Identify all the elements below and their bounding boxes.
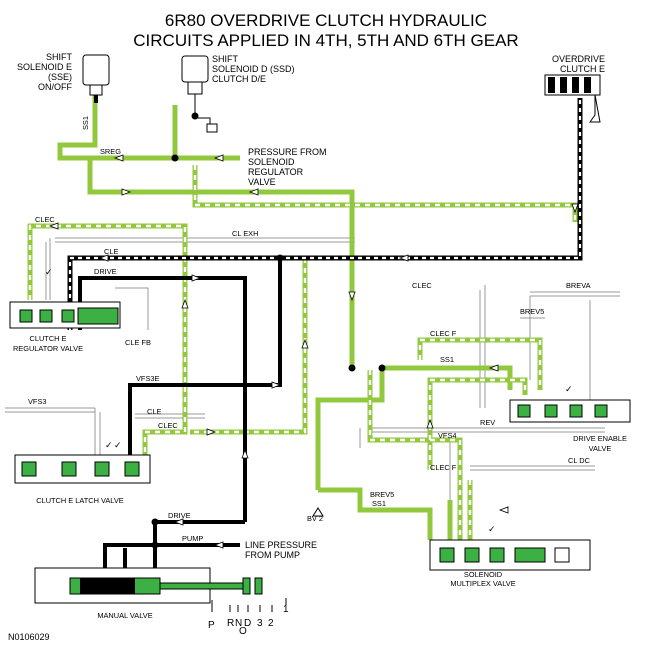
check-mark-latch-1: ✓ — [105, 440, 113, 450]
solenoid-feed — [87, 158, 355, 368]
label-cle-fb: CLE FB — [125, 338, 151, 347]
diagram-title-line-1: 6R80 OVERDRIVE CLUTCH HYDRAULIC — [165, 11, 487, 30]
label-cl-exh: CL EXH — [232, 229, 258, 238]
pressure-sreg-line-2: SOLENOID — [248, 157, 295, 167]
check-mark-regulator: ✓ — [45, 267, 53, 277]
gear-r: R — [227, 618, 234, 629]
label-clutch-e-reg-2: REGULATOR VALVE — [13, 344, 83, 353]
overdrive-line-2: CLUTCH E — [560, 64, 605, 74]
label-cle-mid: CLE — [147, 407, 161, 416]
label-pump: PUMP — [182, 534, 203, 543]
label-drive-bottom: DRIVE — [168, 511, 191, 520]
label-solenoid-mult-2: MULTIPLEX VALVE — [450, 579, 515, 588]
label-bv2: BV 2 — [307, 514, 323, 523]
gear-1: 1 — [283, 604, 289, 615]
label-clutch-e-reg-1: CLUTCH E — [30, 334, 67, 343]
shift-solenoid-e — [82, 54, 110, 103]
check-mark-latch-2: ✓ — [114, 440, 122, 450]
clutch-e-regulator-valve — [9, 301, 121, 329]
solenoid-d-line-2: SOLENOID D (SSD) — [212, 64, 295, 74]
solenoid-e-line-1: SHIFT — [46, 52, 73, 62]
label-cle-top: CLE — [104, 247, 118, 256]
solenoid-d-label: SHIFT SOLENOID D (SSD) CLUTCH D/E — [212, 54, 295, 84]
green-applied-circuits — [57, 95, 513, 545]
gear-o: O — [239, 626, 247, 637]
check-mark-drive-enable: ✓ — [565, 384, 573, 394]
line-pressure-line-2: FROM PUMP — [245, 550, 300, 560]
label-sreg: SREG — [100, 147, 121, 156]
solenoid-e-line-3: (SSE) — [48, 72, 72, 82]
solenoid-e-line-2: SOLENOID E — [17, 62, 72, 72]
overdrive-clutch-label: OVERDRIVE CLUTCH E — [552, 54, 605, 74]
label-ss1: SS1 — [81, 116, 90, 130]
overdrive-line-1: OVERDRIVE — [552, 54, 605, 64]
drive-enable-valve — [509, 399, 631, 423]
gear-selector: P R N D 3 2 1 O — [208, 598, 289, 637]
label-brev5-bottom: BREV5 — [370, 490, 394, 499]
label-vfs3e: VFS3E — [136, 374, 159, 383]
circuit-labels: SS1 SREG CLEC CL EXH CLE DRIVE CLEC BREV… — [28, 116, 591, 543]
cle-clutch-feed — [67, 98, 583, 330]
junction-dots — [151, 112, 386, 549]
ss1-to-drive-enable — [382, 365, 513, 390]
pressure-sreg-label: PRESSURE FROM SOLENOID REGULATOR VALVE — [248, 147, 327, 187]
dashed-circuits — [27, 165, 578, 545]
label-ss1-mid: SS1 — [440, 355, 454, 364]
label-clec-f-top: CLEC F — [430, 329, 457, 338]
gear-3: 3 — [257, 618, 263, 629]
label-solenoid-mult-1: SOLENOID — [464, 570, 502, 579]
check-mark-multiplex: ✓ — [488, 524, 496, 534]
label-brev5-top: BREV5 — [520, 307, 544, 316]
label-clutch-e-latch: CLUTCH E LATCH VALVE — [36, 496, 124, 505]
brev5-ss1 — [318, 487, 433, 540]
valve-labels: CLUTCH E REGULATOR VALVE CLUTCH E LATCH … — [13, 334, 627, 620]
line-pressure-circuits — [78, 258, 282, 568]
gear-n: N — [235, 618, 242, 629]
line-pressure-label: LINE PRESSURE FROM PUMP — [245, 540, 317, 560]
label-clec-top: CLEC — [35, 215, 55, 224]
solenoid-d-line-3: CLUTCH D/E — [212, 74, 266, 84]
pressure-sreg-line-1: PRESSURE FROM — [248, 147, 327, 157]
shift-solenoid-d — [181, 55, 218, 133]
label-drive-top: DRIVE — [94, 267, 117, 276]
ss1-passage — [57, 95, 175, 161]
solenoid-e-label: SHIFT SOLENOID E (SSE) ON/OFF — [17, 52, 73, 92]
manual-valve — [34, 567, 263, 604]
label-clec-right: CLEC — [412, 281, 432, 290]
label-clec-mid: CLEC — [158, 421, 178, 430]
label-clec-f-bottom: CLEC F — [430, 463, 457, 472]
figure-id: N0106029 — [8, 632, 50, 642]
label-drive-enable-2: VALVE — [589, 444, 612, 453]
label-manual-valve: MANUAL VALVE — [97, 611, 152, 620]
solenoid-multiplex-valve — [429, 539, 591, 571]
line-pressure-line-1: LINE PRESSURE — [245, 540, 317, 550]
pressure-sreg-line-3: REGULATOR — [248, 167, 304, 177]
label-cl-dc: CL DC — [568, 456, 591, 465]
flow-arrows — [48, 154, 579, 549]
bv2-passage — [315, 368, 385, 490]
gear-p: P — [208, 620, 215, 631]
solenoid-e-line-4: ON/OFF — [38, 82, 72, 92]
gear-2: 2 — [268, 618, 274, 629]
label-breva: BREVA — [566, 281, 591, 290]
label-drive-enable-1: DRIVE ENABLE — [573, 434, 627, 443]
background-passages — [5, 237, 620, 540]
solenoid-d-line-1: SHIFT — [212, 54, 239, 64]
clutch-e-latch-valve — [14, 454, 151, 484]
diagram-title-line-2: CIRCUITS APPLIED IN 4TH, 5TH AND 6TH GEA… — [133, 31, 518, 50]
label-rev: REV — [480, 418, 495, 427]
pressure-sreg-line-4: VALVE — [248, 177, 276, 187]
gear-d: D — [244, 618, 251, 629]
bv2-ball-valve — [312, 507, 324, 517]
label-vfs4: VFS4 — [438, 431, 456, 440]
overdrive-clutch-e — [544, 74, 601, 123]
label-vfs3: VFS3 — [28, 397, 46, 406]
label-ss1-bottom: SS1 — [372, 499, 386, 508]
